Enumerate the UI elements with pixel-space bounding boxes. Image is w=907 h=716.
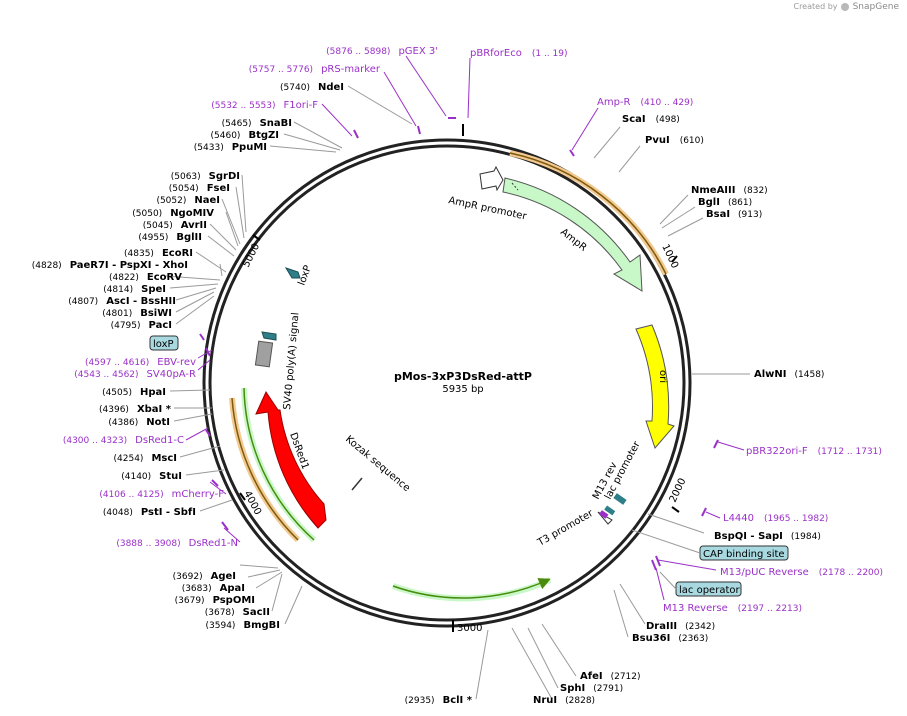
lac-operator-glyph (613, 493, 627, 505)
cap-binding-box: CAP binding site (631, 529, 789, 561)
ampr-promoter-arrow (479, 165, 504, 192)
enzyme-noti: (4386)NotI (108, 417, 170, 428)
enzyme-sacii: (3678)SacII (205, 607, 270, 618)
cap-site-glyph (604, 505, 616, 516)
connector-lines (165, 85, 750, 700)
enzyme-afei: AfeI(2712) (580, 671, 641, 682)
ampr-label: AmpR (558, 227, 588, 254)
enzyme-ngomiv: (5050)NgoMIV (132, 208, 214, 219)
primer-pgex3: (5876 .. 5898)pGEX 3' (326, 46, 438, 57)
plasmid-name: pMos-3xP3DsRed-attP (394, 370, 532, 383)
enzyme-paci: (4795)PacI (111, 320, 172, 331)
enzyme-snabi: (5465)SnaBI (222, 118, 292, 129)
kozak-label: Kozak sequence (343, 434, 412, 494)
enzyme-draiii: DraIII(2342) (646, 621, 715, 632)
primer-ampr: Amp-R(410 .. 429) (597, 97, 693, 108)
ampr-arrow (502, 177, 643, 292)
ori-arrow (635, 324, 675, 449)
enzyme-nrui: NruI(2828) (533, 695, 595, 706)
enzyme-bsiwi: (4801)BsiWI (102, 308, 172, 319)
enzyme-sphi: SphI(2791) (560, 683, 623, 694)
enzyme-bglii: (4955)BglII (138, 232, 202, 243)
primer-bars (199, 117, 719, 571)
primer-m13puc: M13/pUC Reverse(2178 .. 2200) (720, 567, 883, 578)
enzyme-bgli: BglI(861) (698, 197, 752, 208)
ori-label: ori (657, 370, 668, 383)
tick-3000: 3000 (457, 623, 482, 634)
enzyme-nmeaiii: NmeAIII(832) (691, 185, 768, 196)
enzyme-apai: (3683)ApaI (182, 583, 245, 594)
lac-operator-label: lac operator (679, 585, 740, 596)
loxp-arrow-lower (261, 331, 277, 341)
enzyme-pspomi: (3679)PspOMI (175, 595, 255, 606)
backbone (202, 138, 692, 628)
enzyme-naei: (5052)NaeI (156, 195, 220, 206)
primer-m13rev: M13 Reverse(2197 .. 2213) (663, 603, 802, 614)
t3-promoter-label: T3 promoter (535, 508, 596, 549)
snapgene-credit: Created by SnapGene (793, 2, 899, 12)
enzyme-bspqi: BspQI - SapI(1984) (714, 531, 821, 542)
enzyme-bcli: (2935)BclI * (405, 695, 473, 706)
primer-labels: pBRforEco(1 .. 19) Amp-R(410 .. 429) pBR… (63, 46, 883, 614)
enzyme-scai: ScaI(498) (622, 114, 680, 125)
enzyme-ppumi: (5433)PpuMI (194, 142, 267, 153)
enzyme-bsu36i: Bsu36I(2363) (632, 633, 708, 644)
enzyme-xbai: (4396)XbaI * (99, 404, 172, 415)
primer-pbr322ori: pBR322ori-F(1712 .. 1731) (746, 446, 882, 457)
ampr-promoter-label: AmpR promoter (447, 195, 528, 222)
enzyme-labels: ScaI(498) PvuI(610) NmeAIII(832) BglI(86… (32, 82, 825, 706)
primer-ebvrev: (4597 .. 4616)EBV-rev (85, 357, 196, 368)
ampr-orf (509, 150, 669, 276)
enzyme-agei: (3692)AgeI (173, 571, 236, 582)
enzyme-bmgbi: (3594)BmgBI (206, 620, 280, 631)
enzyme-ndei: (5740)NdeI (280, 82, 344, 93)
loxp-box-label: loxP (153, 339, 174, 350)
m13-rev-glyph (599, 510, 609, 519)
enzyme-spei: (4814)SpeI (103, 284, 166, 295)
plasmid-size: 5935 bp (442, 384, 483, 395)
primer-dsred1c: (4300 .. 4323)DsRed1-C (63, 435, 184, 446)
enzyme-fsei: (5054)FseI (169, 183, 230, 194)
enzyme-btgzi: (5460)BtgZI (211, 130, 279, 141)
primer-prsmarker: (5757 .. 5776)pRS-marker (249, 64, 381, 75)
enzyme-paer7i: (4828)PaeR7I - PspXI - XhoI (32, 260, 188, 271)
enzyme-ecorv: (4822)EcoRV (109, 272, 182, 283)
enzyme-asci: (4807)AscI - BssHII (68, 296, 176, 307)
sv40-box (254, 340, 274, 368)
enzyme-hpai: (4505)HpaI (102, 387, 166, 398)
bottom-orf (391, 577, 552, 602)
loxp-inner-label: loxP (296, 264, 313, 287)
primer-dsred1n: (3888 .. 3908)DsRed1-N (116, 538, 238, 549)
enzyme-avrii: (5045)AvrII (143, 220, 207, 231)
tick-5000: 5000 (241, 242, 262, 270)
sv40-label: SV40 poly(A) signal (282, 312, 301, 410)
primer-connector-lines (185, 55, 745, 601)
primer-pbrforeco: pBRforEco(1 .. 19) (470, 48, 568, 59)
enzyme-pvui: PvuI(610) (645, 135, 704, 146)
cap-binding-label: CAP binding site (703, 549, 785, 560)
enzyme-stui: (4140)StuI (121, 471, 182, 482)
enzyme-alwni: AlwNI(1458) (754, 369, 824, 380)
enzyme-psti: (4048)PstI - SbfI (103, 507, 196, 518)
snapgene-logo-icon (841, 2, 850, 11)
enzyme-bsai: BsaI(913) (706, 209, 762, 220)
kozak-mark (351, 477, 363, 491)
enzyme-sgrdi: (5063)SgrDI (171, 171, 240, 182)
enzyme-ecori: (4835)EcoRI (124, 248, 193, 259)
primer-f1orif: (5532 .. 5553)F1ori-F (211, 100, 318, 111)
enzyme-msci: (4254)MscI (114, 453, 178, 464)
loxp-arrow-upper (284, 267, 301, 279)
lac-operator-box: lac operator (659, 571, 742, 597)
primer-l4440: L4440(1965 .. 1982) (723, 513, 828, 524)
loxp-box: loxP (149, 335, 179, 351)
primer-sv40par: (4543 .. 4562)SV40pA-R (74, 369, 196, 380)
credit-brand: SnapGene (852, 2, 899, 12)
credit-text: Created by (793, 2, 838, 11)
primer-mcherryf: (4106 .. 4125)mCherry-F (99, 489, 224, 500)
dsred1-arrow (255, 390, 327, 529)
